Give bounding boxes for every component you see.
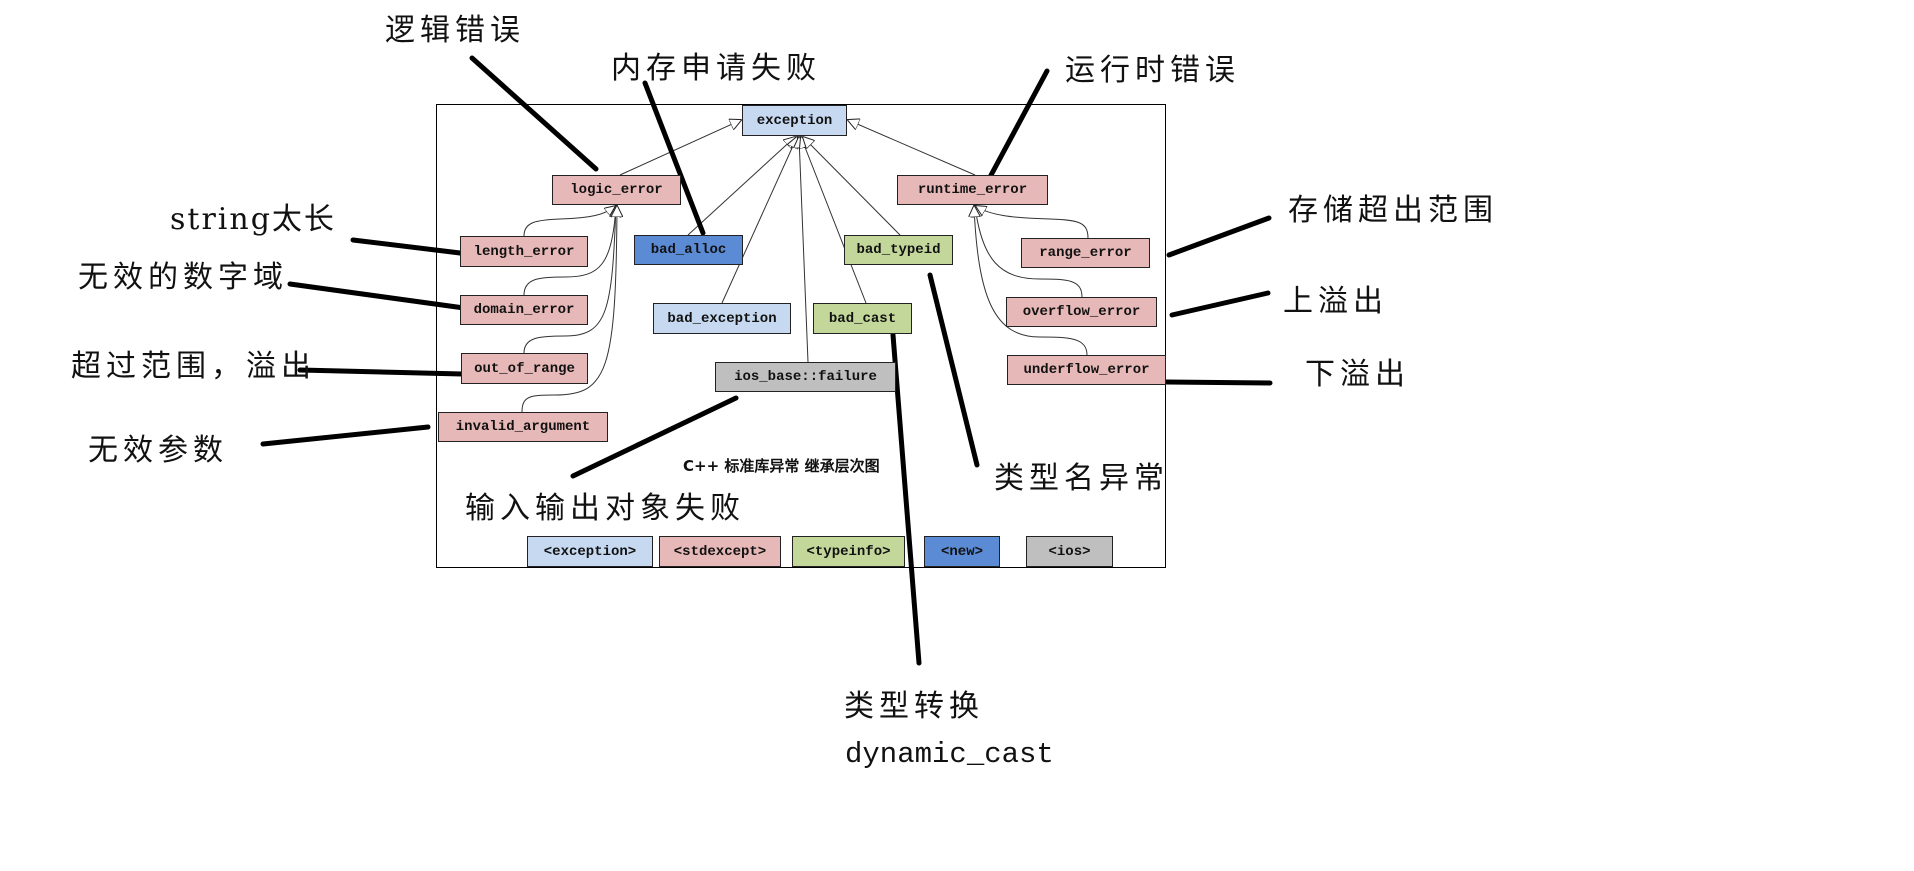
legend-label: <stdexcept> — [673, 543, 767, 560]
legend-label: <ios> — [1048, 543, 1091, 560]
annotation-runtime-error: 运行时错误 — [1065, 53, 1240, 88]
node-label: bad_exception — [667, 310, 777, 327]
node-label: runtime_error — [917, 182, 1028, 198]
callout-out-of-range — [297, 367, 465, 377]
callout-range-error — [1166, 215, 1272, 258]
edge-out-of-range-to-logic-error — [523, 206, 616, 354]
callout-underflow-error — [1163, 379, 1273, 386]
callout-overflow-error — [1169, 290, 1271, 318]
callout-bad-typeid — [927, 272, 980, 468]
annotation-logic-error: 逻辑错误 — [385, 13, 525, 48]
callout-bad-alloc — [642, 80, 706, 236]
edge-bad-cast-to-exception — [801, 137, 867, 304]
edge-length-error-to-logic-error — [523, 206, 616, 237]
edge-runtime-error-to-exception — [848, 120, 976, 176]
callout-ios-failure — [570, 395, 739, 479]
callout-length-error — [350, 237, 463, 256]
annotation-range-error: 存储超出范围 — [1288, 193, 1498, 228]
edge-logic-error-to-exception — [619, 120, 741, 176]
annotation-length-error: string太长 — [170, 202, 336, 237]
node-underflow-error[interactable]: underflow_error — [1007, 355, 1166, 385]
edge-bad-exception-to-exception — [721, 137, 797, 304]
edge-bad-typeid-to-exception — [803, 137, 901, 236]
node-bad-alloc[interactable]: bad_alloc — [634, 235, 743, 265]
node-bad-exception[interactable]: bad_exception — [653, 303, 791, 334]
node-length-error[interactable]: length_error — [460, 236, 588, 267]
legend-exception: <exception> — [527, 536, 653, 567]
annotation-invalid-argument: 无效参数 — [88, 433, 228, 468]
edge-range-error-to-runtime-error — [975, 206, 1089, 239]
diagram-title: C++ 标准库异常 继承层次图 — [683, 457, 880, 475]
node-domain-error[interactable]: domain_error — [460, 295, 588, 325]
legend-stdexcept: <stdexcept> — [659, 536, 781, 567]
callout-domain-error — [287, 281, 467, 311]
node-bad-cast[interactable]: bad_cast — [813, 303, 912, 334]
node-invalid-argument[interactable]: invalid_argument — [438, 412, 608, 442]
node-label: out_of_range — [474, 360, 575, 377]
node-label: domain_error — [473, 302, 575, 318]
node-label: invalid_argument — [455, 419, 591, 435]
node-ios-base-failure[interactable]: ios_base::failure — [715, 362, 896, 392]
node-label: overflow_error — [1022, 304, 1141, 320]
node-logic-error[interactable]: logic_error — [552, 175, 681, 205]
legend-typeinfo: <typeinfo> — [792, 536, 905, 567]
annotation-bad-cast-line1: 类型转换 — [844, 689, 984, 724]
callout-bad-cast — [890, 332, 922, 666]
annotation-underflow-error: 下溢出 — [1305, 357, 1410, 392]
legend-label: <typeinfo> — [806, 543, 891, 560]
node-label: underflow_error — [1023, 362, 1150, 378]
node-label: ios_base::failure — [734, 369, 877, 385]
node-label: bad_alloc — [650, 242, 727, 258]
annotation-bad-alloc: 内存申请失败 — [611, 51, 821, 86]
node-bad-typeid[interactable]: bad_typeid — [844, 235, 953, 265]
edge-underflow-error-to-runtime-error — [974, 206, 1088, 356]
node-overflow-error[interactable]: overflow_error — [1006, 297, 1157, 327]
edge-ios-failure-to-exception — [799, 137, 809, 363]
node-out-of-range[interactable]: out_of_range — [461, 353, 588, 384]
annotation-domain-error: 无效的数字域 — [78, 260, 288, 295]
legend-label: <new> — [940, 543, 983, 560]
node-runtime-error[interactable]: runtime_error — [897, 175, 1048, 205]
edge-overflow-error-to-runtime-error — [975, 206, 1083, 298]
annotation-overflow-error: 上溢出 — [1283, 284, 1388, 319]
edge-invalid-argument-to-logic-error — [521, 206, 617, 413]
annotation-ios-base-failure: 输入输出对象失败 — [465, 491, 745, 526]
node-label: length_error — [473, 243, 575, 260]
legend-new: <new> — [924, 536, 1000, 567]
edge-bad-alloc-to-exception — [687, 137, 795, 236]
callout-runtime-error — [987, 68, 1050, 180]
node-label: bad_cast — [828, 310, 897, 327]
annotation-bad-cast-line2: dynamic_cast — [845, 738, 1054, 771]
node-label: exception — [756, 112, 833, 129]
node-label: logic_error — [570, 182, 663, 198]
diagram-frame — [436, 104, 1166, 568]
edge-domain-error-to-logic-error — [523, 206, 616, 296]
annotation-bad-typeid: 类型名异常 — [994, 461, 1169, 496]
callout-logic-error — [469, 55, 599, 172]
callout-invalid-argument — [260, 424, 431, 447]
node-exception[interactable]: exception — [742, 105, 847, 136]
node-label: bad_typeid — [856, 242, 941, 258]
node-label: range_error — [1039, 245, 1132, 261]
legend-ios: <ios> — [1026, 536, 1113, 567]
annotation-out-of-range: 超过范围，溢出 — [71, 349, 316, 384]
legend-label: <exception> — [543, 543, 637, 560]
node-range-error[interactable]: range_error — [1021, 238, 1150, 268]
